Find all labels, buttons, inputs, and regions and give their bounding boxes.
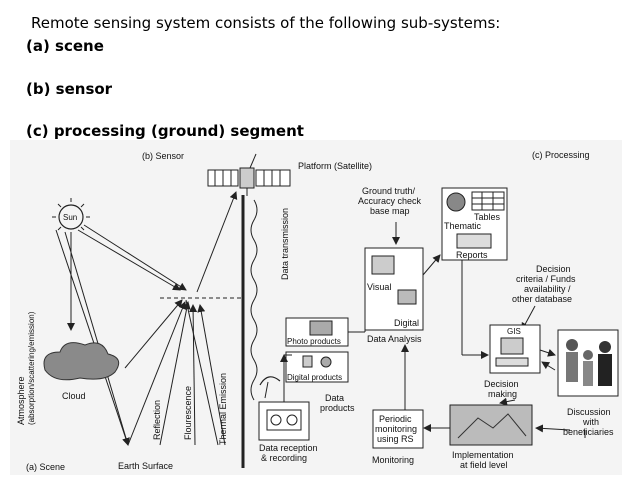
decision-making-label-1: Decision: [484, 379, 519, 389]
remote-sensing-diagram: (b) Sensor (c) Processing (a) Scene Plat…: [10, 140, 622, 475]
cloud-shape: [43, 342, 120, 381]
table-icon: [471, 191, 505, 211]
implementation-label-1: Implementation: [452, 450, 514, 460]
reports-icon: [456, 233, 492, 249]
decision-criteria-label-2: criteria / Funds: [516, 274, 576, 284]
discussion-label-1: Discussion: [567, 407, 611, 417]
thermal-emission-label: Thermal Emission: [218, 373, 228, 445]
decision-criteria-label-1: Decision: [536, 264, 571, 274]
transmission-wave: [250, 199, 258, 401]
discussion-label-3: beneficiaries: [563, 427, 614, 437]
visual-interpretation-icon: [371, 255, 395, 275]
periodic-label-2: monitoring: [375, 424, 417, 434]
visual-label: Visual: [367, 282, 391, 292]
ground-truth-label-2: Accuracy check: [358, 196, 422, 206]
monitoring-label: Monitoring: [372, 455, 414, 465]
item-sensor: (b) sensor: [26, 80, 113, 98]
periodic-label-1: Periodic: [379, 414, 412, 424]
label-platform: Platform (Satellite): [298, 161, 372, 171]
tables-label: Tables: [474, 212, 501, 222]
atmosphere-sub-label: (absorption/scattering/emission): [27, 311, 36, 425]
decision-making-label-2: making: [488, 389, 517, 399]
sun-label: Sun: [63, 213, 77, 222]
globe-icon: [446, 192, 466, 212]
label-sensor-section: (b) Sensor: [142, 151, 184, 161]
thematic-label: Thematic: [444, 221, 482, 231]
discussion-people-icon: [557, 329, 619, 397]
earth-surface-label: Earth Surface: [118, 461, 173, 471]
photo-products-label: Photo products: [287, 337, 341, 346]
label-processing-section: (c) Processing: [532, 150, 590, 160]
data-transmission-label: Data transmission: [280, 208, 290, 280]
fluorescence-label: Flourescence: [183, 386, 193, 440]
decision-criteria-label-3: availability /: [524, 284, 571, 294]
cloud-label: Cloud: [62, 391, 86, 401]
gis-computer-icon: [500, 337, 524, 355]
data-reception-label-1: Data reception: [259, 443, 318, 453]
reports-label: Reports: [456, 250, 488, 260]
decision-criteria-label-4: other database: [512, 294, 572, 304]
digital-label: Digital: [394, 318, 419, 328]
atmosphere-label: Atmosphere: [16, 376, 26, 425]
periodic-monitoring-box: [372, 409, 424, 449]
reflection-label: Reflection: [152, 400, 162, 440]
implementation-label-2: at field level: [460, 460, 508, 470]
digital-products-label: Digital products: [287, 373, 342, 382]
item-scene: (a) scene: [26, 37, 104, 55]
label-scene-section: (a) Scene: [26, 462, 65, 472]
data-reception-label-2: & recording: [261, 453, 307, 463]
computer-icon: [397, 289, 417, 305]
ground-truth-label-1: Ground truth/: [362, 186, 416, 196]
intro-text: Remote sensing system consists of the fo…: [31, 14, 501, 32]
satellite-icon: [207, 153, 291, 196]
data-products-label-1: Data: [325, 393, 344, 403]
item-processing: (c) processing (ground) segment: [26, 122, 304, 140]
periodic-label-3: using RS: [377, 434, 414, 444]
digital-products-box: [285, 351, 349, 383]
ground-truth-label-3: base map: [370, 206, 410, 216]
data-analysis-label: Data Analysis: [367, 334, 422, 344]
data-products-label-2: products: [320, 403, 355, 413]
field-implementation-icon: [449, 404, 533, 446]
discussion-label-2: with: [582, 417, 599, 427]
antenna-dish-icon: [259, 376, 281, 399]
sun-icon: Sun: [52, 198, 90, 236]
gis-label: GIS: [507, 327, 521, 336]
